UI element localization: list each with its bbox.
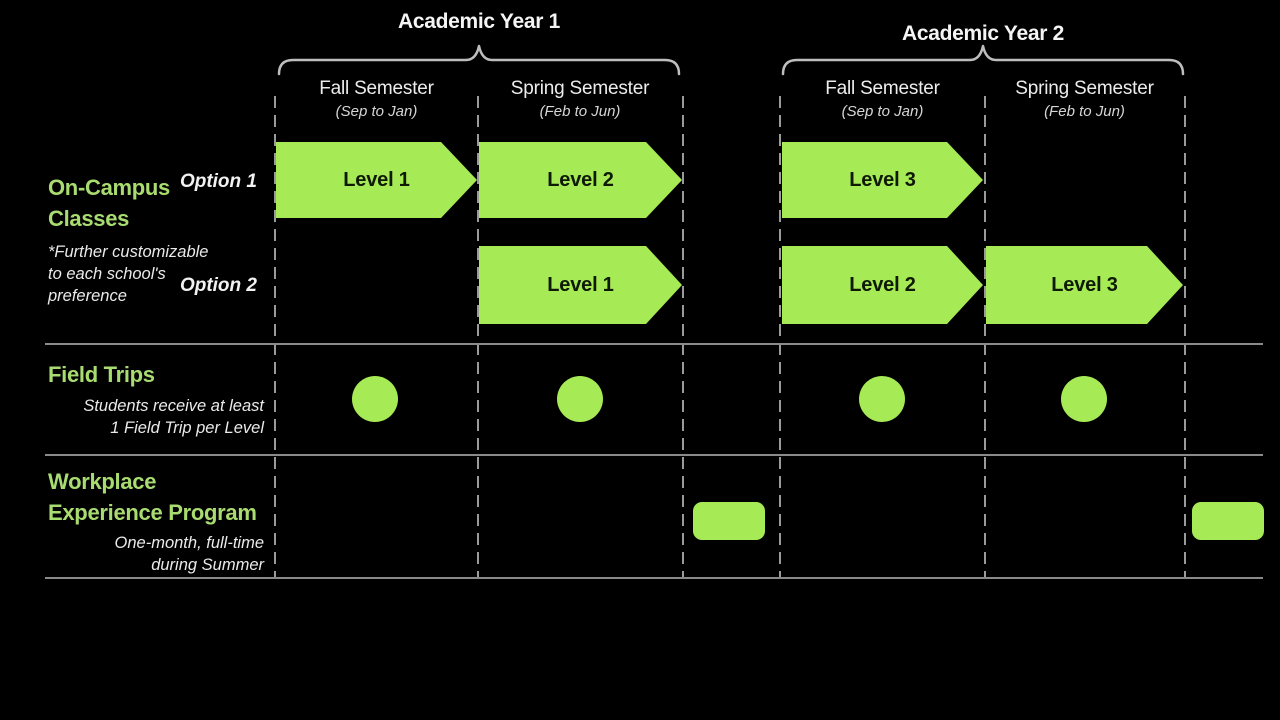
year-1-brace-icon: [277, 44, 681, 76]
workplace-program-note: One-month, full-time during Summer: [114, 534, 264, 574]
year-2-title: Academic Year 2: [901, 22, 1065, 45]
semester-header-y2-fall: Fall Semester (Sep to Jan): [781, 78, 984, 120]
grid-dashed-line: [682, 96, 684, 578]
semester-name: Spring Semester: [510, 78, 650, 99]
semester-name: Fall Semester: [319, 78, 434, 99]
semester-name: Spring Semester: [1015, 78, 1154, 99]
semester-range: (Feb to Jun): [539, 103, 621, 120]
semester-header-y1-fall: Fall Semester (Sep to Jan): [276, 78, 477, 120]
section-divider-line: [45, 577, 1263, 579]
field-trips-note: Students receive at least 1 Field Trip p…: [83, 397, 264, 437]
field-trips-title: Field Trips: [48, 362, 155, 387]
field-trip-marker-y2-fall: [859, 376, 905, 422]
option-2-label: Option 2: [179, 275, 257, 296]
option-1-label: Option 1: [179, 171, 257, 192]
workplace-program-title: Workplace Experience Program: [48, 469, 257, 525]
grid-dashed-line: [779, 96, 781, 578]
grid-dashed-line: [984, 96, 986, 578]
field-trip-marker-y2-spring: [1061, 376, 1107, 422]
grid-dashed-line: [477, 96, 479, 578]
field-trip-marker-y1-spring: [557, 376, 603, 422]
semester-range: (Sep to Jan): [335, 103, 418, 120]
field-trip-marker-y1-fall: [352, 376, 398, 422]
grid-dashed-line: [274, 96, 276, 578]
year-2-brace-icon: [781, 44, 1185, 76]
semester-range: (Feb to Jun): [1044, 103, 1125, 120]
workplace-marker-summer1: [693, 502, 765, 540]
level-arrow-option1-level2: Level 2: [479, 142, 682, 218]
on-campus-classes-note: *Further customizable to each school's p…: [48, 243, 209, 305]
on-campus-classes-title: On-Campus Classes: [48, 175, 170, 231]
semester-range: (Sep to Jan): [841, 103, 924, 120]
level-arrow-option2-level2: Level 2: [782, 246, 983, 324]
level-arrow-option1-level1: Level 1: [276, 142, 477, 218]
level-arrow-option2-level1: Level 1: [479, 246, 682, 324]
level-arrow-option1-level3: Level 3: [782, 142, 983, 218]
grid-dashed-line: [1184, 96, 1186, 578]
semester-name: Fall Semester: [825, 78, 940, 99]
level-arrow-option2-level3: Level 3: [986, 246, 1183, 324]
semester-header-y1-spring: Spring Semester (Feb to Jun): [478, 78, 682, 120]
section-divider-line: [45, 343, 1263, 345]
workplace-marker-summer2: [1192, 502, 1264, 540]
semester-header-y2-spring: Spring Semester (Feb to Jun): [985, 78, 1184, 120]
year-1-title: Academic Year 1: [397, 10, 561, 33]
section-divider-line: [45, 454, 1263, 456]
